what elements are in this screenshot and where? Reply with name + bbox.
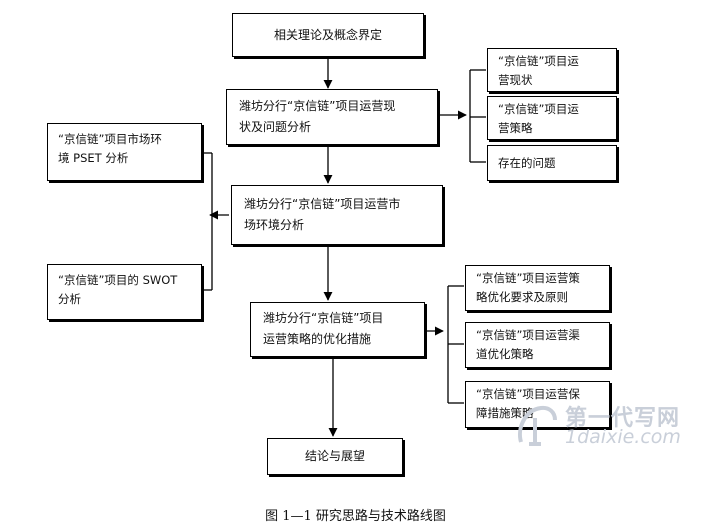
- node-opt-guarantee: “京信链”项目运营保 障措施策略: [465, 381, 610, 428]
- node-status-problems: 存在的问题: [487, 145, 617, 181]
- watermark-url: 1daixie.com: [565, 426, 681, 448]
- node-pset-analysis: “京信链”项目市场环 境 PSET 分析: [47, 123, 202, 181]
- figure-caption: 图 1—1 研究思路与技术路线图: [265, 509, 446, 524]
- node-opt-channel: “京信链”项目运营渠 道优化策略: [465, 322, 610, 368]
- watermark: 第一代写网 1daixie.com: [515, 398, 705, 454]
- node-conclusion: 结论与展望: [267, 438, 403, 475]
- node-concept-definition: 相关理论及概念界定: [232, 13, 424, 57]
- watermark-brand: 第一代写网: [565, 406, 681, 431]
- watermark-logo-icon: [518, 405, 557, 446]
- node-market-analysis: 潍坊分行“京信链”项目运营市 场环境分析: [231, 185, 443, 245]
- node-opt-requirements: “京信链”项目运营策 略优化要求及原则: [465, 265, 610, 311]
- node-strategy-optimization: 潍坊分行“京信链”项目 运营策略的优化措施: [250, 302, 425, 357]
- node-status-analysis: 潍坊分行“京信链”项目运营现 状及问题分析: [226, 89, 438, 145]
- node-status-strategy: “京信链”项目运 营策略: [487, 96, 617, 140]
- node-status-current: “京信链”项目运 营现状: [487, 48, 617, 92]
- node-swot-analysis: “京信链”项目的 SWOT 分析: [47, 264, 202, 320]
